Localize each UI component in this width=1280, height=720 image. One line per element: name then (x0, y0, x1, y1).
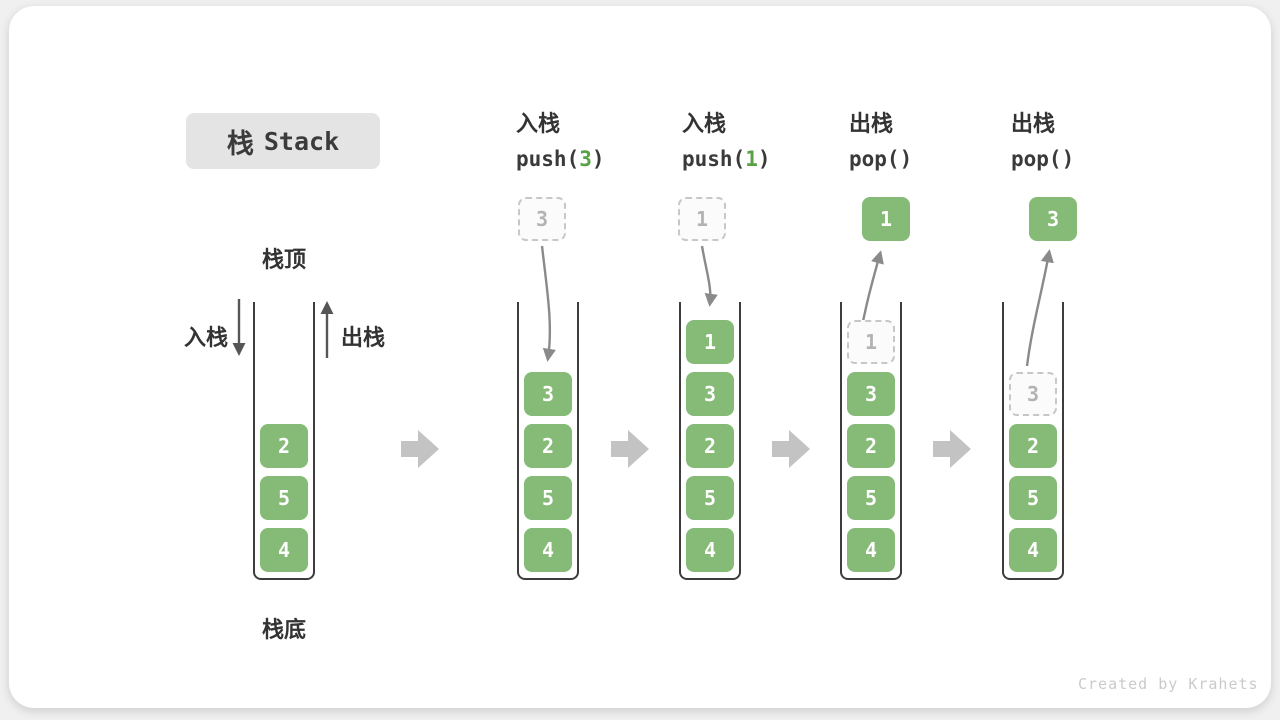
operation-code: pop() (849, 147, 913, 171)
operation-label-push3: 入栈 push(3) (516, 106, 605, 171)
operation-name: 入栈 (516, 111, 561, 136)
stack-item: 3 (847, 372, 895, 416)
stack-state-3: 1 3 2 5 4 (679, 302, 741, 580)
stack-state-2: 3 2 5 4 (517, 302, 579, 580)
diagram-card (9, 6, 1271, 708)
operation-name: 出栈 (849, 111, 894, 136)
push-side-label: 入栈 (184, 325, 229, 350)
stack-item: 5 (847, 476, 895, 520)
stack-item: 2 (847, 424, 895, 468)
code-arg: 1 (745, 147, 758, 171)
operation-name: 出栈 (1011, 111, 1056, 136)
stack-item: 3 (686, 372, 734, 416)
operation-label-push1: 入栈 push(1) (682, 106, 771, 171)
operation-label-pop-2: 出栈 pop() (1011, 106, 1074, 171)
watermark-credit: Created by Krahets (1078, 675, 1259, 693)
stack-item: 2 (686, 424, 734, 468)
stack-state-5: 3 2 5 4 (1002, 302, 1064, 580)
title-en: Stack (263, 126, 340, 156)
floating-value-box: 3 (518, 197, 566, 241)
pop-side-label: 出栈 (341, 325, 386, 350)
stack-item: 5 (1009, 476, 1057, 520)
stack-item: 2 (1009, 424, 1057, 468)
stack-item: 4 (1009, 528, 1057, 572)
floating-value-box: 3 (1029, 197, 1077, 241)
floating-value-box: 1 (678, 197, 726, 241)
stack-item: 5 (686, 476, 734, 520)
stack-top-label: 栈顶 (261, 247, 306, 272)
floating-value-box: 1 (862, 197, 910, 241)
diagram-title: 栈 Stack (186, 113, 380, 169)
code-arg: 3 (579, 147, 592, 171)
stack-item: 3 (524, 372, 572, 416)
stack-state-4: 1 3 2 5 4 (840, 302, 902, 580)
stack-item: 4 (260, 528, 308, 572)
stack-item-removed: 3 (1009, 372, 1057, 416)
operation-name: 入栈 (682, 111, 727, 136)
stack-item: 2 (524, 424, 572, 468)
stack-item: 2 (260, 424, 308, 468)
title-zh: 栈 (226, 128, 254, 159)
stack-item-removed: 1 (847, 320, 895, 364)
stack-item: 4 (524, 528, 572, 572)
stack-item: 5 (260, 476, 308, 520)
stack-state-1: 2 5 4 (253, 302, 315, 580)
stack-item: 5 (524, 476, 572, 520)
operation-label-pop-1: 出栈 pop() (849, 106, 912, 171)
stack-bottom-label: 栈底 (261, 617, 306, 642)
stack-item: 4 (847, 528, 895, 572)
operation-code: pop() (1011, 147, 1075, 171)
stack-item: 1 (686, 320, 734, 364)
operation-code: push(3) (516, 147, 605, 171)
stack-item: 4 (686, 528, 734, 572)
operation-code: push(1) (682, 147, 771, 171)
